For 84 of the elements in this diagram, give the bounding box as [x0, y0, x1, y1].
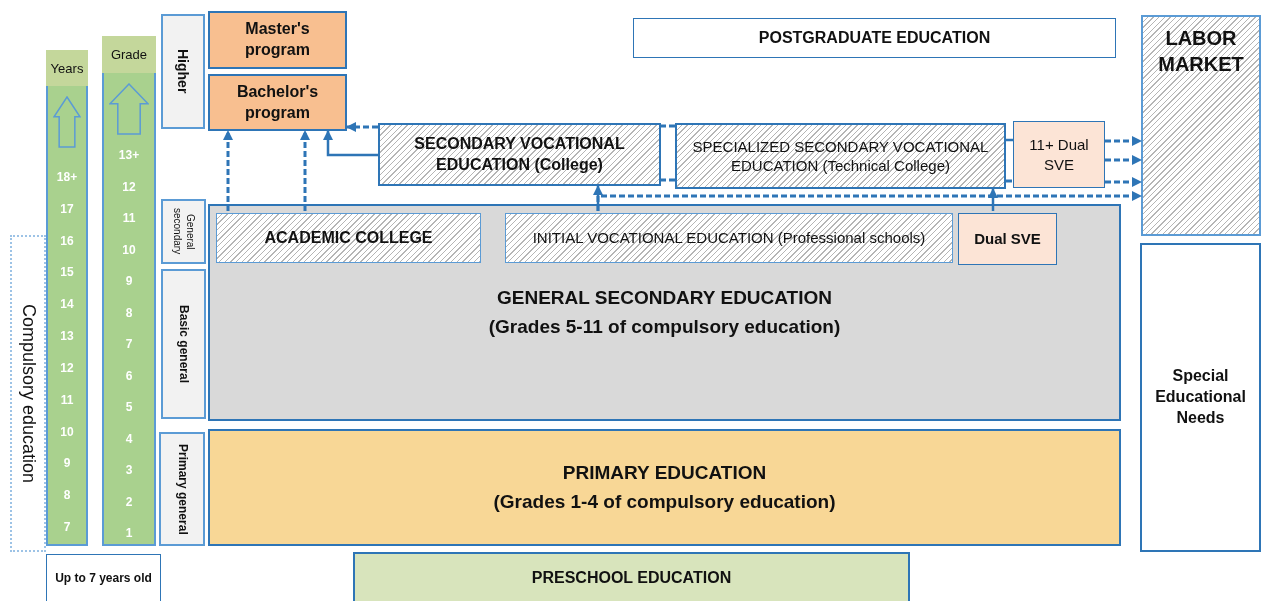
column-header: Grade: [102, 36, 156, 73]
node-title: PRESCHOOL EDUCATION: [530, 567, 733, 588]
column-number: 9: [63, 456, 71, 471]
education-box: [1013, 121, 1105, 188]
column-number: 18+: [56, 170, 78, 184]
column-number: 12: [60, 360, 74, 375]
program-box: [208, 11, 347, 69]
education-box: [353, 552, 910, 601]
column-number: 15: [60, 265, 74, 280]
compulsory-region: [10, 235, 46, 552]
grade-column: [102, 36, 156, 546]
education-box: [1140, 243, 1261, 552]
connector-line: [1006, 179, 1013, 183]
node-title: Bachelor's program: [235, 81, 320, 123]
level-label: [161, 269, 206, 419]
program-box: [208, 74, 347, 131]
column-number: 4: [125, 431, 133, 446]
year-column: [46, 50, 88, 546]
node-title: Basic general: [176, 304, 192, 383]
column-number: 9: [125, 274, 133, 288]
level-label: [159, 432, 205, 546]
education-box: [216, 213, 481, 263]
node-subtitle: (Grades 1-4 of compulsory education): [492, 489, 837, 514]
column-number: 17: [60, 201, 74, 216]
node-title: Compulsory education: [17, 303, 40, 484]
node-title: 11+ Dual SVE: [1028, 135, 1090, 174]
column-number: 6: [125, 368, 133, 383]
node-title: Up to 7 years old: [54, 571, 153, 587]
node-title: INITIAL VOCATIONAL EDUCATION (Professional schools): [531, 228, 927, 248]
node-title: ACADEMIC COLLEGE: [263, 227, 434, 248]
column-number: 14: [60, 297, 74, 312]
node-subtitle: (Grades 5-11 of compulsory education): [487, 314, 842, 339]
column-number: 10: [60, 424, 74, 439]
node-title: Primary general: [174, 443, 190, 535]
node-title: SECONDARY VOCATIONAL EDUCATION (College): [413, 133, 626, 175]
education-panel: [208, 204, 1121, 421]
age-box: [46, 554, 161, 601]
connector-line: [661, 178, 675, 182]
column-number: 8: [125, 305, 133, 320]
column-number: 11: [122, 211, 136, 225]
connector-line: [661, 124, 675, 128]
column-number: 12: [122, 179, 136, 194]
column-number: 3: [125, 463, 133, 477]
education-box: [505, 213, 953, 263]
node-title: Dual SVE: [973, 229, 1042, 249]
arrow: [323, 130, 378, 157]
arrow: [596, 191, 1142, 211]
column-number: 7: [63, 520, 71, 534]
education-panel: [208, 429, 1121, 546]
column-number: 11: [60, 392, 74, 407]
arrow: [223, 130, 233, 211]
arrow: [988, 188, 998, 211]
node-title: Higher: [174, 49, 193, 94]
column-header: Years: [46, 50, 88, 86]
arrow: [1105, 155, 1142, 165]
level-label: [161, 14, 205, 129]
education-box: [675, 123, 1006, 189]
education-box: [378, 123, 661, 186]
column-number: 1: [125, 526, 133, 540]
connector-line: [1006, 138, 1013, 142]
education-box: [958, 213, 1057, 265]
node-title: LABOR MARKET: [1157, 26, 1245, 77]
column-number: 16: [60, 233, 74, 248]
column-number: 13: [60, 329, 74, 344]
column-number: 8: [63, 488, 71, 503]
node-title: General secondary: [170, 207, 197, 257]
arrow: [1105, 136, 1142, 146]
level-label: [161, 199, 206, 264]
node-title: GENERAL SECONDARY EDUCATION: [496, 285, 833, 310]
column-number: 2: [125, 494, 133, 509]
node-title: PRIMARY EDUCATION: [561, 460, 768, 485]
column-number: 7: [125, 337, 133, 351]
column-number: 5: [125, 400, 133, 414]
column-number: 10: [122, 242, 136, 257]
labor-market-box: [1141, 15, 1261, 236]
arrow: [346, 122, 378, 132]
arrow: [300, 130, 310, 211]
column-number: 13+: [118, 148, 140, 162]
node-title: POSTGRADUATE EDUCATION: [757, 27, 992, 48]
arrow: [1105, 177, 1142, 187]
node-title: SPECIALIZED SECONDARY VOCATIONAL EDUCATION (Technical College): [691, 136, 990, 176]
node-title: Special Educational Needs: [1154, 366, 1247, 428]
education-box: [633, 18, 1116, 58]
node-title: Master's program: [244, 19, 311, 60]
